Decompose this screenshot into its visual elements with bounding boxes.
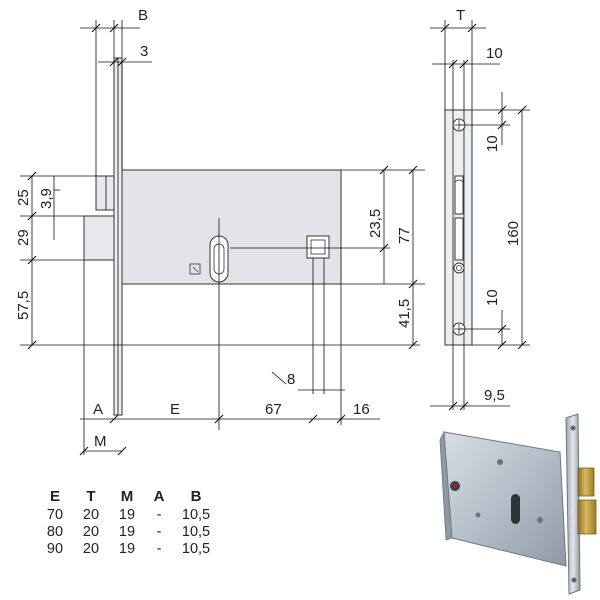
dim-23-5: 23,5 (367, 209, 384, 238)
latch-bolt (95, 175, 115, 211)
dead-bolt (83, 215, 115, 261)
table-row: 80 20 19 - 10,5 (38, 524, 218, 541)
dim-10-a: 10 (484, 135, 501, 152)
cell-E: 70 (46, 507, 64, 523)
cell-B: 10,5 (181, 507, 211, 523)
dim-16: 16 (353, 401, 370, 418)
cell-A: - (156, 507, 162, 523)
dim-77: 77 (396, 227, 413, 244)
dim-3-9: 3,9 (38, 188, 55, 209)
dimension-labels: B 3 T 10 10 160 10 25 3,9 29 57,5 23,5 7… (15, 7, 522, 450)
dim-41-5: 41,5 (396, 299, 413, 328)
cell-T: 20 (82, 524, 100, 540)
cell-A: - (156, 541, 162, 557)
extension-lines (20, 20, 425, 455)
cell-E: 80 (46, 524, 64, 540)
cell-M: 19 (118, 541, 136, 557)
dim-10-top: 10 (486, 45, 503, 62)
key-symbol-icon (189, 263, 201, 275)
follower-square (306, 235, 330, 259)
lock-product-photo (439, 413, 597, 595)
cell-A: - (156, 524, 162, 540)
dim-B: B (138, 7, 148, 24)
table-row: 90 20 19 - 10,5 (38, 541, 218, 558)
dim-8: 8 (287, 371, 295, 388)
side-extension-lines (430, 20, 530, 410)
cell-T: 20 (82, 507, 100, 523)
dim-A: A (93, 401, 103, 418)
dim-9-5: 9,5 (484, 387, 505, 404)
specification-table: E T M A B 70 20 19 - 10,5 80 20 19 - 10,… (38, 488, 218, 558)
cell-M: 19 (118, 524, 136, 540)
dim-3: 3 (140, 43, 148, 60)
table-row: 70 20 19 - 10,5 (38, 507, 218, 524)
dim-160: 160 (505, 221, 522, 246)
cell-E: 90 (46, 541, 64, 557)
side-view (444, 109, 473, 346)
header-A: A (153, 488, 165, 505)
front-view (83, 57, 342, 416)
header-E: E (49, 488, 60, 505)
cell-T: 20 (82, 541, 100, 557)
dim-29: 29 (15, 229, 32, 246)
header-T: T (86, 488, 96, 505)
lock-body (121, 169, 342, 285)
dim-25: 25 (15, 189, 32, 206)
side-dimension-ticks (440, 23, 527, 411)
cell-M: 19 (118, 507, 136, 523)
dim-57-5: 57,5 (15, 291, 32, 320)
cell-B: 10,5 (181, 541, 211, 557)
dim-T: T (456, 7, 465, 24)
cell-B: 10,5 (181, 524, 211, 540)
dim-10-b: 10 (484, 289, 501, 306)
dim-M: M (94, 433, 107, 450)
header-B: B (190, 488, 202, 505)
dimension-ticks (27, 23, 418, 456)
table-header-row: E T M A B (38, 488, 218, 507)
dim-67: 67 (265, 401, 282, 418)
dim-E: E (170, 401, 180, 418)
header-M: M (120, 488, 134, 505)
